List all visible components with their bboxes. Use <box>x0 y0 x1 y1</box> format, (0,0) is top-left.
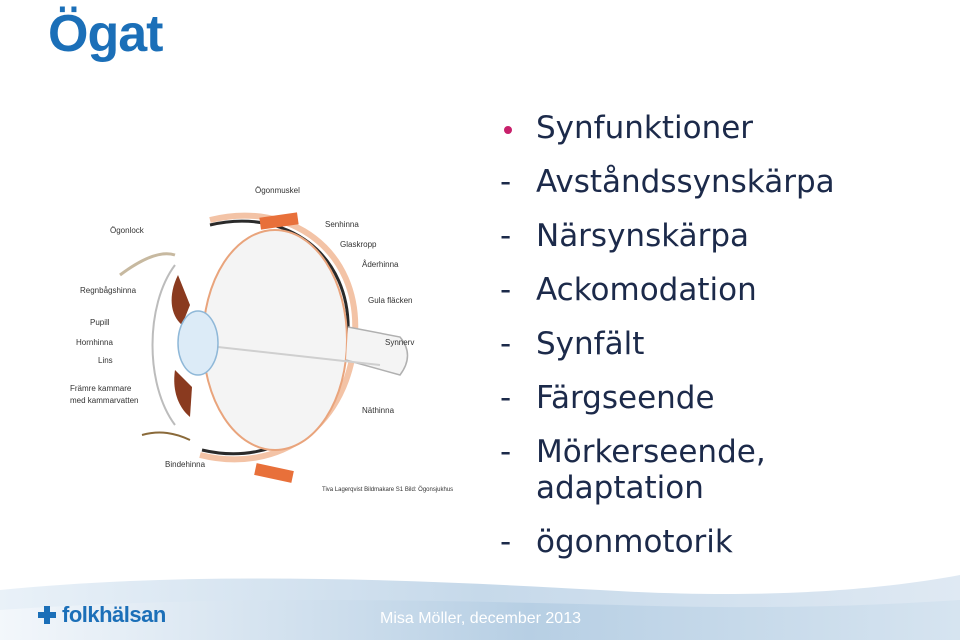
label-bindehinna: Bindehinna <box>165 460 206 469</box>
eyelid <box>119 252 176 277</box>
dash-marker: - <box>500 524 512 560</box>
label-gula-flacken: Gula fläcken <box>368 296 412 305</box>
dash-marker: - <box>500 218 512 254</box>
label-hornhinna: Hornhinna <box>76 338 113 347</box>
dash-marker: - <box>500 326 512 362</box>
list-item: - Färgseende <box>498 380 948 416</box>
logo-cross-icon <box>38 606 56 624</box>
list-item-text: Färgseende <box>536 380 715 416</box>
label-synnerv: Synnerv <box>385 338 414 347</box>
iris-lower <box>174 370 192 417</box>
iris-upper <box>171 275 190 325</box>
optic-nerve <box>345 326 409 376</box>
conjunctiva-line <box>141 431 191 441</box>
label-glaskropp: Glaskropp <box>340 240 377 249</box>
label-ogonlock: Ögonlock <box>110 226 145 235</box>
dash-marker: - <box>500 434 512 470</box>
dash-marker: - <box>500 380 512 416</box>
label-pupill: Pupill <box>90 318 110 327</box>
list-item-text: Närsynskärpa <box>536 218 750 254</box>
list-item-text: Avståndssynskärpa <box>536 164 835 200</box>
list-item: - Mörkerseende, adaptation <box>498 434 826 506</box>
dash-marker: - <box>500 272 512 308</box>
cornea <box>151 264 176 426</box>
eye-diagram: Ögonmuskel Ögonlock Senhinna Glaskropp Å… <box>50 155 460 500</box>
list-item: - Närsynskärpa <box>498 218 948 254</box>
visual-axis <box>199 344 381 366</box>
label-regnbagshinna: Regnbågshinna <box>80 286 137 295</box>
list-item-text: Synfält <box>536 326 645 362</box>
list-heading-text: Synfunktioner <box>536 110 754 146</box>
slide-title: Ögat <box>48 5 163 63</box>
vitreous-body <box>202 229 348 451</box>
label-ogonmuskel: Ögonmuskel <box>255 186 300 195</box>
footer-text: Misa Möller, december 2013 <box>380 610 581 627</box>
list-item: - Avståndssynskärpa <box>498 164 948 200</box>
footer-wave <box>0 575 960 640</box>
label-aderhinna: Åderhinna <box>362 260 399 269</box>
logo-text: folkhälsan <box>62 602 166 627</box>
lens <box>177 310 219 376</box>
list-item: - ögonmotorik <box>498 524 948 560</box>
upper-muscle <box>259 212 299 230</box>
list-item: - Synfält <box>498 326 948 362</box>
label-senhinna: Senhinna <box>325 220 359 229</box>
folkhalsan-logo: folkhälsan <box>38 602 166 628</box>
list-item-text: ögonmotorik <box>536 524 733 560</box>
bullet-list: Synfunktioner - Avståndssynskärpa - Närs… <box>498 110 948 578</box>
eye-diagram-svg: Ögonmuskel Ögonlock Senhinna Glaskropp Å… <box>70 186 453 493</box>
list-item-text: Mörkerseende, adaptation <box>536 434 766 506</box>
label-nathinna: Näthinna <box>362 406 395 415</box>
bullet-dot <box>504 126 512 134</box>
list-item: - Ackomodation <box>498 272 948 308</box>
label-framre-kammare: Främre kammare <box>70 384 132 393</box>
list-heading: Synfunktioner <box>498 110 948 146</box>
figure-credit: Tiva Lagerqvist Bildmakare S1 Bild: Ögon… <box>322 486 453 493</box>
dash-marker: - <box>500 164 512 200</box>
list-item-text: Ackomodation <box>536 272 757 308</box>
label-med-kammarvatten: med kammarvatten <box>70 396 138 405</box>
lower-muscle <box>254 463 294 483</box>
label-lins: Lins <box>98 356 113 365</box>
